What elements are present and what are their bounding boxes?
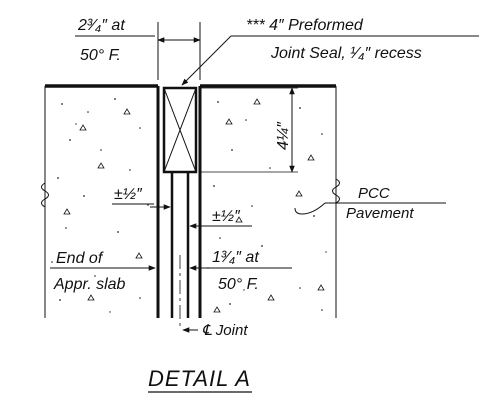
left-tolerance-label: ±½″ [114,186,143,203]
joint-label: ℄ Joint [202,322,248,339]
end-of-slab-label: End of Appr. slab [50,250,156,293]
detail-title-text: DETAIL A [148,366,251,391]
top-dim-line2: 50° F. [80,47,121,64]
right-break-mark [332,178,340,204]
right-tolerance: ±½″ [189,208,252,229]
centerline-joint-label: ℄ Joint [182,322,248,339]
seal-note-line2: Joint Seal, ¹⁄₄″ recess [270,45,422,62]
left-slab [44,84,160,318]
aggregate-triangles [63,98,325,313]
joint-gap [170,172,190,328]
pcc-line1: PCC [358,185,390,202]
left-break-mark [41,182,49,208]
detail-title: DETAIL A [148,366,252,393]
top-dim-line1: 2³⁄₄″ at [77,17,125,34]
pcc-line2: Pavement [346,205,414,222]
top-dimension: 2³⁄₄″ at 50° F. [75,17,201,80]
end-label-line1: End of [56,250,104,267]
left-tolerance: ±½″ [112,186,171,210]
right-slab [198,84,337,318]
right-tolerance-label: ±½″ [212,208,241,225]
seal-note-line1: *** 4″ Preformed [246,17,364,34]
joint-seal [162,86,198,174]
aggregate-stipple [51,98,327,313]
bottom-dimension: 1³⁄₄″ at 50° F. [189,249,292,293]
seal-depth-label: 4¼″ [275,121,292,150]
seal-note: *** 4″ Preformed Joint Seal, ¹⁄₄″ recess [181,17,479,86]
pcc-pavement-label: PCC Pavement [294,185,446,222]
seal-depth-dimension: 4¼″ [200,87,298,173]
end-label-line2: Appr. slab [53,276,126,293]
bottom-dim-line1: 1³⁄₄″ at [212,249,259,266]
bottom-dim-line2: 50° F. [218,276,259,293]
